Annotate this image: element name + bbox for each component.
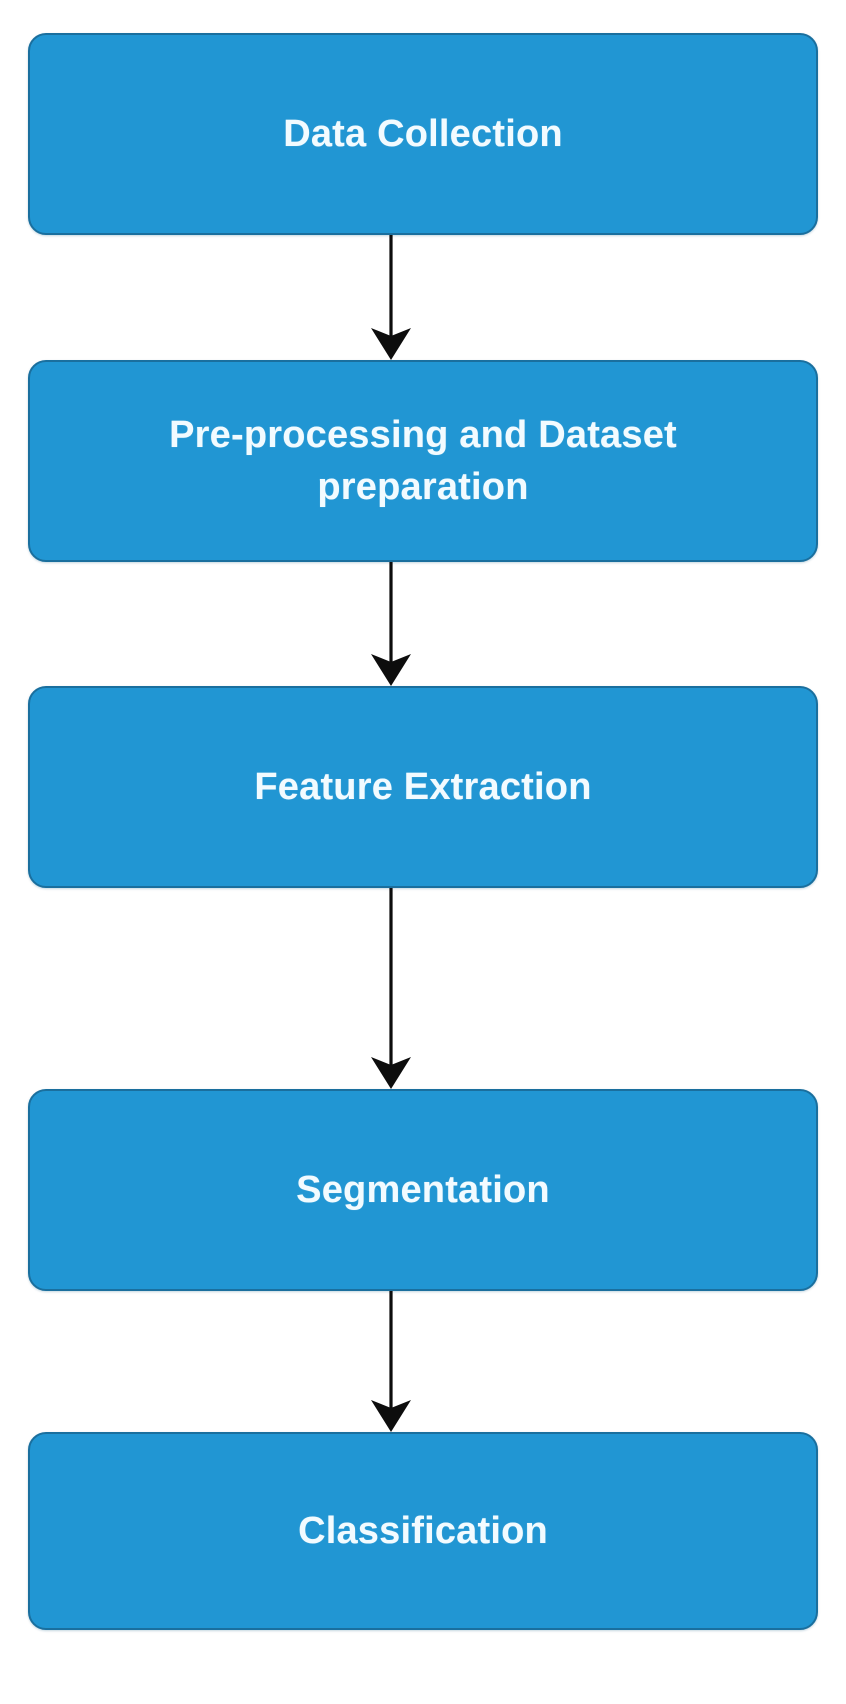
flow-node-pre-processing-and-dataset-preparation[interactable]: Pre-processing and Dataset preparation (28, 360, 818, 562)
flow-node-segmentation[interactable]: Segmentation (28, 1089, 818, 1291)
flow-node-data-collection[interactable]: Data Collection (28, 33, 818, 235)
flow-node-label: Classification (298, 1510, 548, 1552)
flow-node-label: Pre-processing and Dataset preparation (169, 414, 677, 508)
flow-node-label: Feature Extraction (254, 766, 592, 808)
flow-connector-arrow-1 (0, 235, 846, 360)
flow-node-label: Segmentation (296, 1169, 550, 1211)
flow-node-label: Data Collection (283, 113, 563, 155)
flow-node-classification[interactable]: Classification (28, 1432, 818, 1630)
flow-connector-arrow-2 (0, 562, 846, 686)
flow-connector-arrow-3 (0, 888, 846, 1089)
flow-connector-arrow-4 (0, 1291, 846, 1432)
flow-node-feature-extraction[interactable]: Feature Extraction (28, 686, 818, 888)
